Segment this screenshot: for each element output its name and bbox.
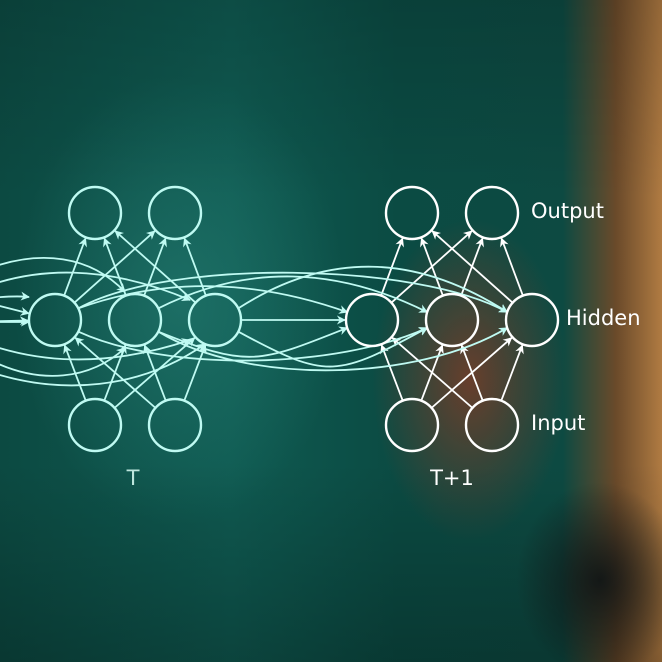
hidden-to-output-edge <box>63 237 87 296</box>
recurrent-hidden-curve <box>158 326 349 358</box>
input-node <box>147 397 203 453</box>
incoming-recurrent-curve <box>0 347 126 377</box>
input-to-hidden-edge <box>391 337 474 409</box>
hidden-to-output-edge <box>420 237 444 296</box>
input-to-hidden-edge <box>143 344 167 402</box>
input-to-hidden-edge <box>460 344 484 402</box>
recurrent-hidden-curve <box>77 271 509 313</box>
output-node <box>384 185 440 241</box>
incoming-recurrent-edge <box>0 316 29 326</box>
hidden-node <box>504 292 560 348</box>
incoming-recurrent-curve <box>0 271 191 301</box>
output-layer-label: Output <box>531 199 604 223</box>
hidden-node <box>187 292 243 348</box>
timestep-t-label: T <box>126 466 140 490</box>
incoming-recurrent-curve <box>0 338 191 361</box>
input-node <box>67 397 123 453</box>
hidden-node <box>107 292 163 348</box>
timestep-t-plus-1-label: T+1 <box>430 466 474 490</box>
input-to-hidden-edge <box>500 344 524 402</box>
hidden-to-output-edge <box>114 230 197 304</box>
hidden-to-output-edge <box>103 237 127 296</box>
input-layer-label: Input <box>531 411 586 435</box>
hidden-to-output-edge <box>431 230 514 304</box>
hidden-node <box>27 292 83 348</box>
input-to-hidden-edge <box>183 344 207 402</box>
incoming-recurrent-curve <box>0 291 30 301</box>
recurrent-hidden-curve <box>237 265 509 313</box>
output-node <box>67 185 123 241</box>
hidden-node <box>424 292 480 348</box>
hidden-node <box>344 292 400 348</box>
hidden-to-output-edge <box>380 237 404 296</box>
recurrent-hidden-curve <box>157 275 429 314</box>
incoming-recurrent-edge <box>0 305 30 316</box>
incoming-recurrent-curve <box>0 343 206 387</box>
connections-group <box>0 230 524 409</box>
input-node <box>384 397 440 453</box>
nodes-group <box>27 185 560 453</box>
hidden-to-output-edge <box>500 237 524 296</box>
output-node <box>464 185 520 241</box>
hidden-layer-label: Hidden <box>566 306 641 330</box>
input-to-hidden-edge <box>74 337 157 409</box>
incoming-recurrent-curve <box>0 257 126 293</box>
input-to-hidden-edge <box>380 344 404 402</box>
output-node <box>147 185 203 241</box>
recurrent-hidden-curve <box>237 327 429 368</box>
input-node <box>464 397 520 453</box>
